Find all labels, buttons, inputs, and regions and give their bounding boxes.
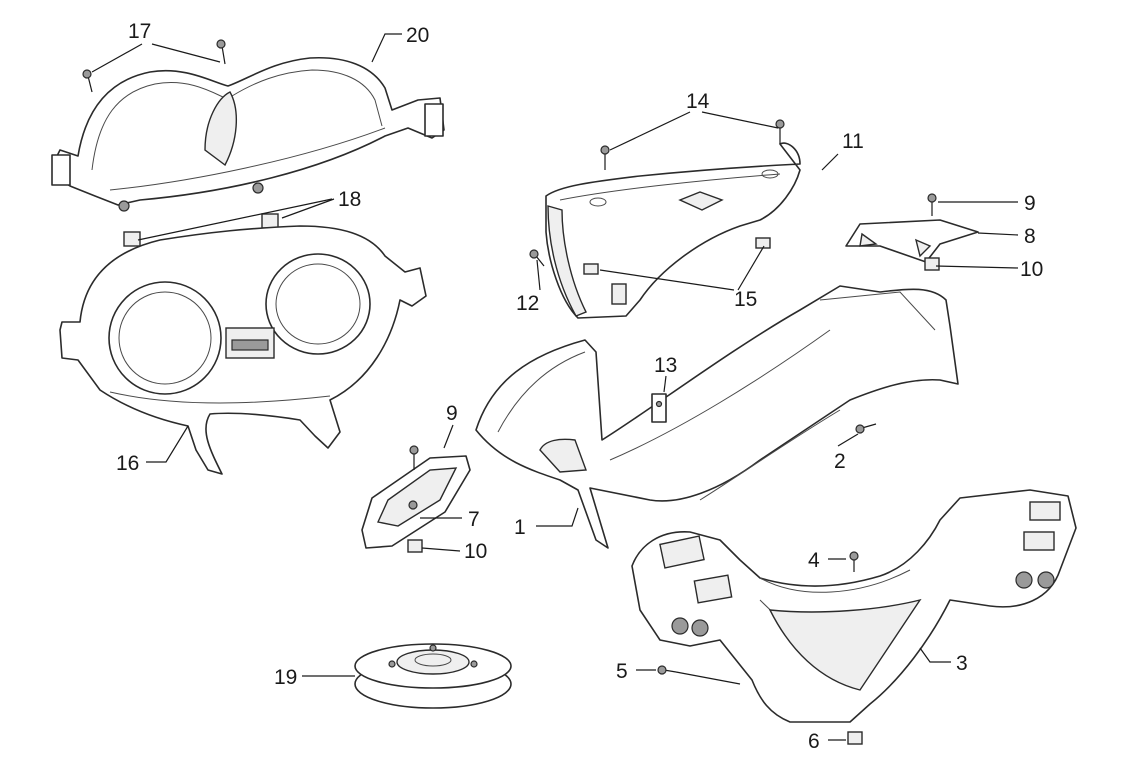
callout-11: 11 (842, 130, 864, 153)
callout-14: 14 (686, 90, 710, 113)
part-14-screws (600, 119, 785, 170)
callout-labels: 17 20 18 16 9 7 10 19 1 12 13 14 15 11 9… (116, 20, 1043, 753)
callout-16: 16 (116, 452, 139, 475)
part-4-screw (849, 551, 859, 572)
part-9-screw-right (927, 193, 937, 216)
callout-15: 15 (734, 288, 757, 311)
callout-17: 17 (128, 20, 151, 43)
callout-10-left: 10 (464, 540, 487, 563)
part-5-screw (657, 665, 677, 675)
callout-13: 13 (654, 354, 677, 377)
part-1-front-shield (475, 285, 959, 549)
callout-19: 19 (274, 666, 297, 689)
part-2-screw (855, 423, 877, 434)
callout-12: 12 (516, 292, 539, 315)
callout-5: 5 (616, 660, 628, 683)
part-9-screw-left (409, 445, 419, 470)
part-20-instrument-cover (51, 56, 445, 212)
part-6-clip (847, 731, 863, 745)
part-12-screw (529, 249, 545, 267)
part-10-clip-right (924, 257, 940, 271)
part-10-clip-left (407, 539, 423, 553)
callout-4: 4 (808, 549, 820, 572)
part-7-bracket (361, 455, 471, 549)
callout-20: 20 (406, 24, 429, 47)
leader-lines (91, 33, 1019, 741)
part-13-bracket (651, 393, 667, 423)
part-8-small-cover (845, 219, 979, 263)
callout-1: 1 (514, 516, 526, 539)
callout-18: 18 (338, 188, 361, 211)
callout-8: 8 (1024, 225, 1036, 248)
callout-7: 7 (468, 508, 480, 531)
part-19-disc (354, 643, 512, 709)
callout-6: 6 (808, 730, 820, 753)
part-3-handlebar-cover (631, 489, 1077, 723)
callout-9-left: 9 (446, 402, 458, 425)
callout-10-right: 10 (1020, 258, 1043, 281)
part-16-instrument-housing (59, 225, 427, 475)
callout-9-right: 9 (1024, 192, 1036, 215)
part-17-screws (82, 39, 226, 93)
part-11-inner-cover (545, 142, 801, 319)
callout-2: 2 (834, 450, 846, 473)
callout-3: 3 (956, 652, 968, 675)
